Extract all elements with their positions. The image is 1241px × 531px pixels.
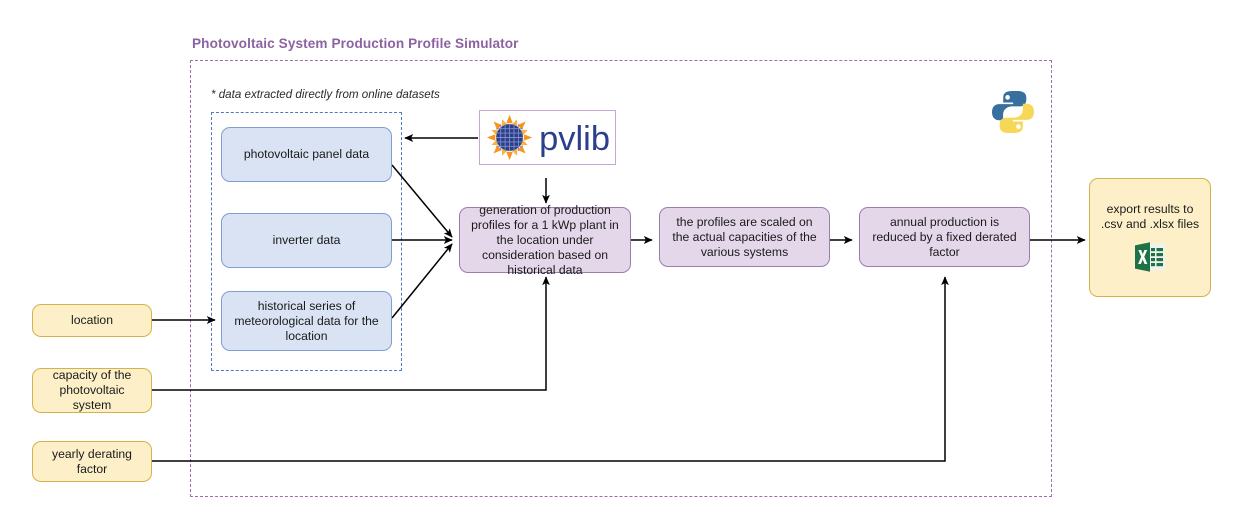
python-logo-graphic [992, 91, 1034, 133]
node-label: annual production is reduced by a fixed … [872, 214, 1017, 259]
node-input-capacity[interactable]: capacity of the photovoltaic system [32, 368, 152, 413]
node-input-derating-factor[interactable]: yearly derating factor [32, 441, 152, 482]
node-pv-panel-data[interactable]: photovoltaic panel data [221, 127, 392, 182]
node-input-location[interactable]: location [32, 304, 152, 337]
node-label: yearly derating factor [52, 446, 132, 476]
node-label: generation of production profiles for a … [471, 202, 619, 277]
node-export-results[interactable]: export results to .csv and .xlsx files [1089, 178, 1211, 297]
node-label: export results to .csv and .xlsx files [1100, 202, 1200, 231]
export-content: export results to .csv and .xlsx files [1097, 202, 1203, 273]
node-label: historical series of meteorological data… [234, 298, 379, 343]
pvlib-wordmark: pvlib [539, 120, 610, 158]
node-meteo-data[interactable]: historical series of meteorological data… [221, 291, 392, 351]
node-label: capacity of the photovoltaic system [52, 368, 132, 412]
node-generation-profiles[interactable]: generation of production profiles for a … [459, 203, 631, 277]
node-label: the profiles are scaled on the actual ca… [672, 214, 817, 259]
node-inverter-data[interactable]: inverter data [221, 213, 392, 268]
excel-icon [1135, 242, 1165, 272]
python-logo [989, 88, 1037, 136]
node-label: location [70, 313, 113, 327]
node-apply-derate-factor[interactable]: annual production is reduced by a fixed … [859, 207, 1030, 267]
node-label: photovoltaic panel data [243, 147, 370, 161]
pvlib-logo: pvlib [479, 110, 616, 165]
datasets-note: * data extracted directly from online da… [211, 88, 440, 101]
node-label: inverter data [272, 233, 341, 247]
page-title: Photovoltaic System Production Profile S… [192, 36, 519, 51]
node-scale-profiles[interactable]: the profiles are scaled on the actual ca… [659, 207, 830, 267]
pvlib-logo-graphic: pvlib [486, 114, 610, 161]
